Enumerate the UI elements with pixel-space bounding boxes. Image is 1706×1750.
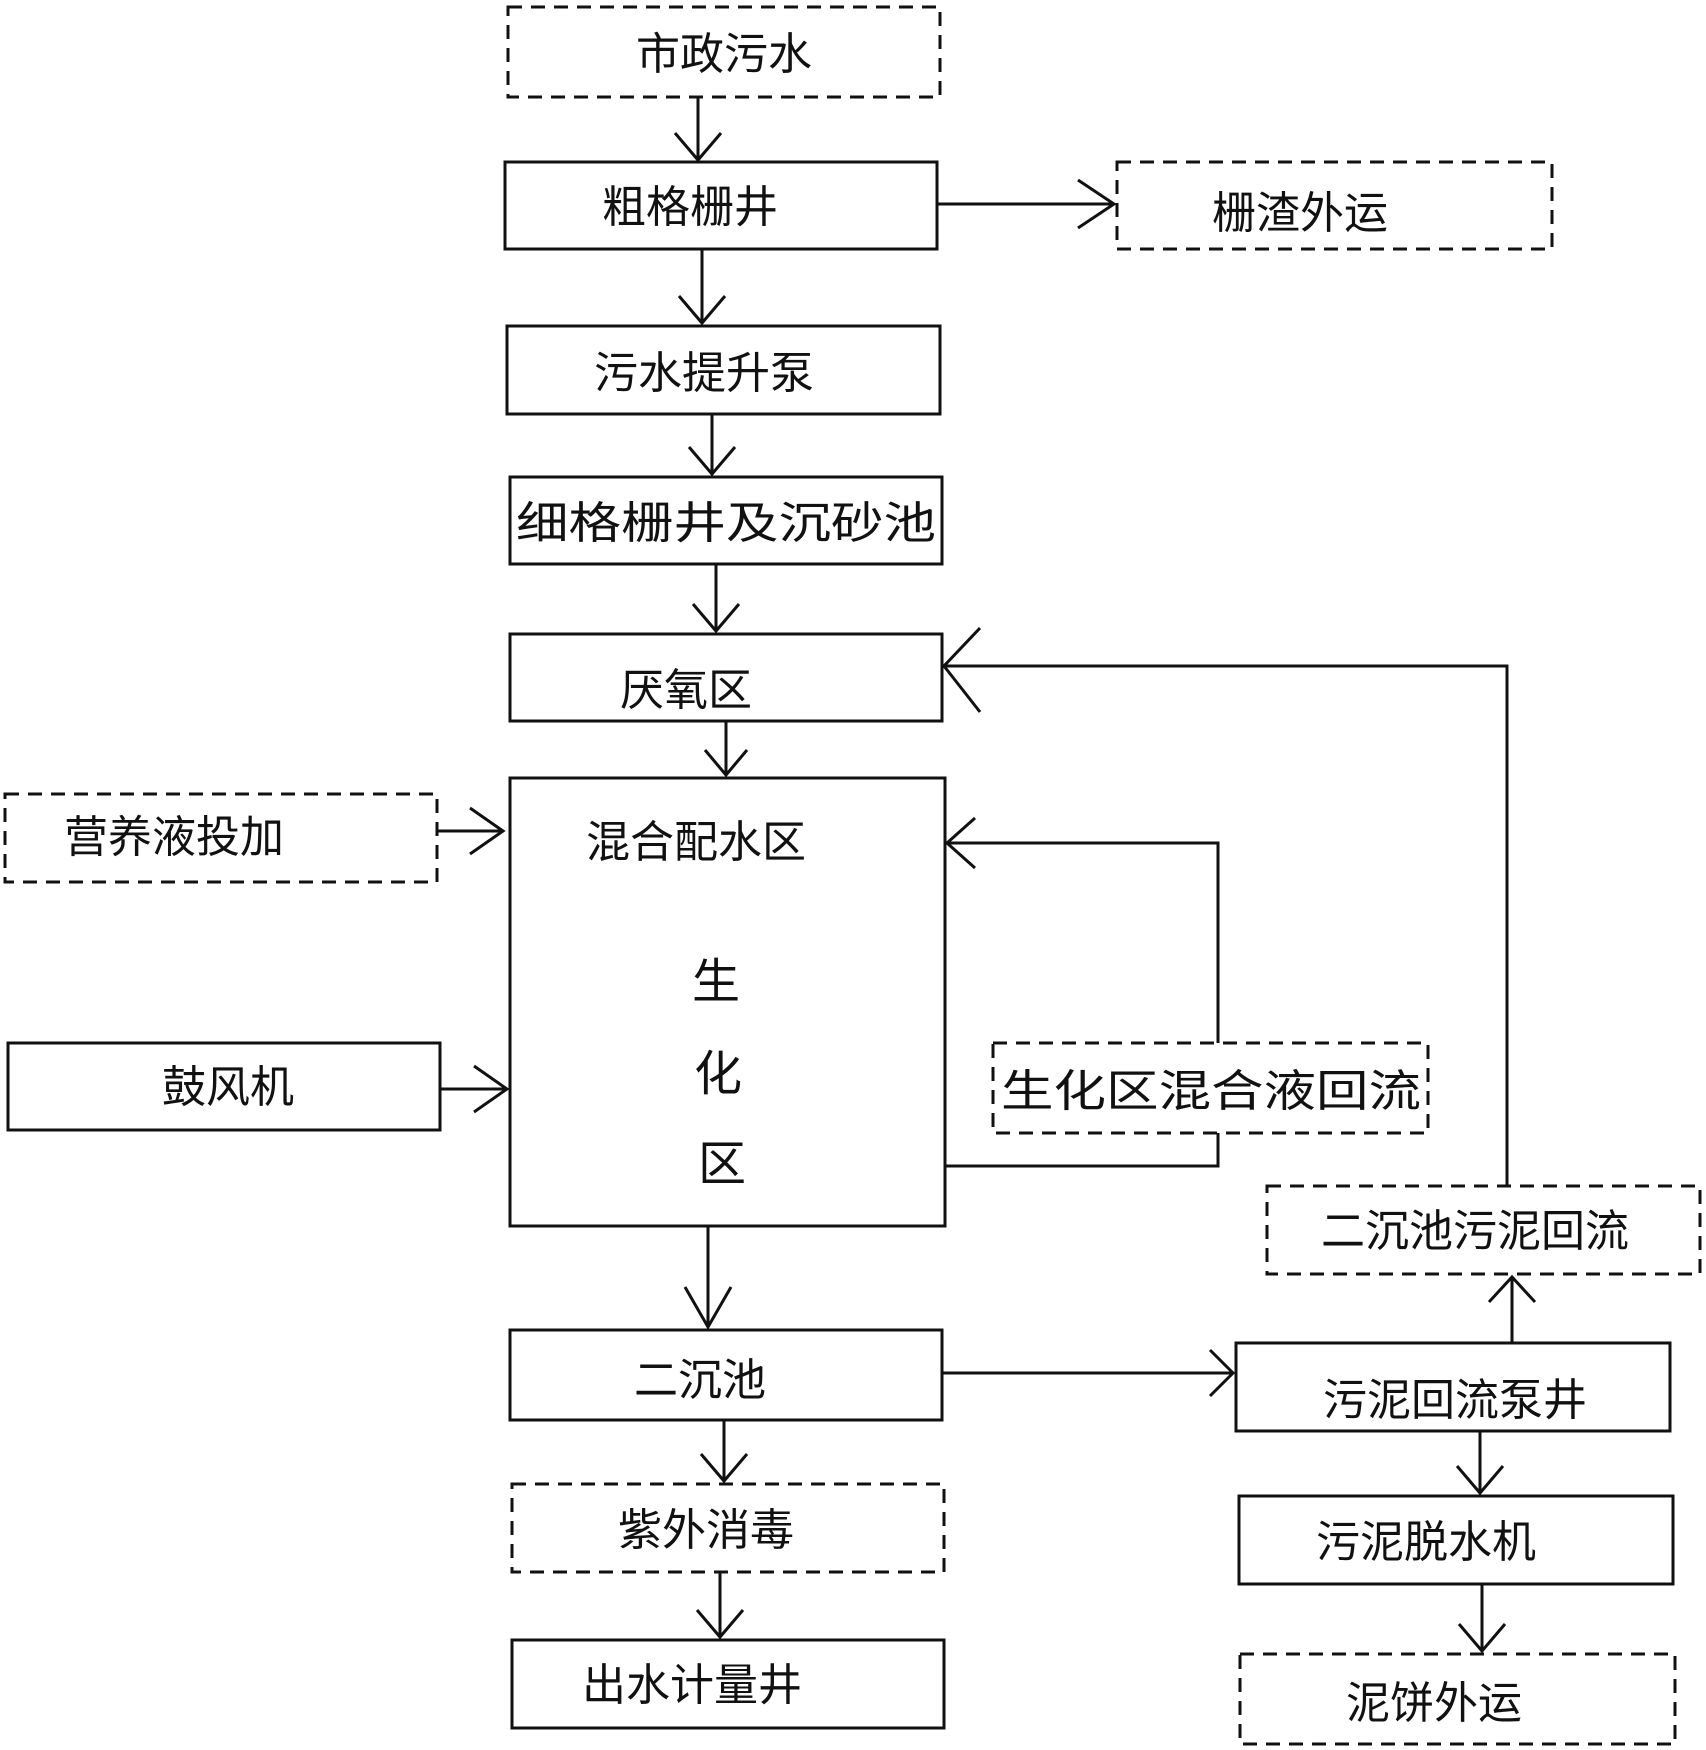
label-secondary-sludge-return: 二沉池污泥回流 (1321, 1206, 1629, 1257)
arrow-lift-pump-to-fine-screen (687, 414, 737, 477)
node-fine-screen-grit: 细格栅井及沉砂池 (508, 475, 944, 566)
arrow-fine-screen-to-anaerobic (691, 564, 741, 634)
node-effluent-metering-well: 出水计量井 (510, 1638, 946, 1730)
node-coarse-screen-well: 粗格栅井 (503, 160, 939, 251)
arrow-anaerobic-to-bio-zone (703, 721, 749, 778)
label-anaerobic-zone: 厌氧区 (620, 665, 752, 716)
label-effluent-metering-well: 出水计量井 (582, 1660, 802, 1711)
label-blower: 鼓风机 (162, 1062, 294, 1113)
node-uv-disinfection: 紫外消毒 (510, 1482, 946, 1574)
arrow-pump-well-to-sludge-return (1487, 1274, 1537, 1343)
node-secondary-clarifier: 二沉池 (508, 1328, 944, 1422)
arrow-clarifier-to-uv (699, 1420, 749, 1484)
node-bio-zone: 混合配水区 生 化 区 (508, 776, 947, 1228)
arrow-bio-zone-to-clarifier (683, 1226, 733, 1331)
node-anaerobic-zone: 厌氧区 (508, 632, 944, 723)
label-bio-char-2: 化 (694, 1046, 742, 1102)
label-mixing-zone: 混合配水区 (586, 817, 806, 868)
arrow-coarse-screen-to-screenings (937, 178, 1117, 230)
node-sludge-return-pump-well: 污泥回流泵井 (1234, 1341, 1672, 1433)
arrow-coarse-screen-to-lift-pump (677, 249, 727, 326)
arrow-sewage-to-coarse-screen (673, 97, 723, 163)
node-screenings-removal: 栅渣外运 (1115, 160, 1554, 251)
node-nutrient-dosing: 营养液投加 (3, 792, 439, 884)
arrow-clarifier-to-pump-well (942, 1348, 1236, 1398)
node-municipal-sewage: 市政污水 (506, 5, 942, 99)
arrow-mixed-liquor-return-loop (944, 816, 1220, 1168)
label-sludge-return-pump-well: 污泥回流泵井 (1323, 1375, 1587, 1426)
label-mixed-liquor-return: 生化区混合液回流 (1001, 1066, 1421, 1117)
arrow-nutrient-to-bio-zone (437, 806, 506, 856)
arrow-uv-to-metering-well (695, 1572, 745, 1640)
arrow-pump-well-to-dewatering (1455, 1431, 1505, 1496)
arrow-dewatering-to-cake-removal (1457, 1584, 1507, 1654)
node-sludge-cake-removal: 泥饼外运 (1238, 1652, 1677, 1746)
label-uv-disinfection: 紫外消毒 (618, 1505, 794, 1556)
label-sewage-lift-pump: 污水提升泵 (594, 348, 814, 399)
label-bio-char-1: 生 (692, 954, 740, 1010)
node-sludge-dewatering: 污泥脱水机 (1237, 1494, 1675, 1586)
label-coarse-screen-well: 粗格栅井 (602, 182, 778, 233)
label-fine-screen-grit: 细格栅井及沉砂池 (516, 498, 936, 549)
label-screenings-removal: 栅渣外运 (1212, 188, 1388, 239)
node-sewage-lift-pump: 污水提升泵 (505, 324, 942, 416)
node-mixed-liquor-return: 生化区混合液回流 (991, 1041, 1430, 1135)
label-nutrient-dosing: 营养液投加 (64, 812, 284, 863)
label-secondary-clarifier: 二沉池 (634, 1355, 766, 1406)
label-sludge-cake-removal: 泥饼外运 (1346, 1678, 1522, 1729)
arrow-sludge-return-to-anaerobic (942, 626, 1509, 1186)
arrow-blower-to-bio-zone (440, 1064, 510, 1114)
node-blower: 鼓风机 (6, 1041, 442, 1132)
label-municipal-sewage: 市政污水 (636, 29, 812, 80)
label-sludge-dewatering: 污泥脱水机 (1316, 1517, 1536, 1568)
node-secondary-sludge-return: 二沉池污泥回流 (1265, 1184, 1702, 1276)
label-bio-char-3: 区 (698, 1136, 746, 1192)
